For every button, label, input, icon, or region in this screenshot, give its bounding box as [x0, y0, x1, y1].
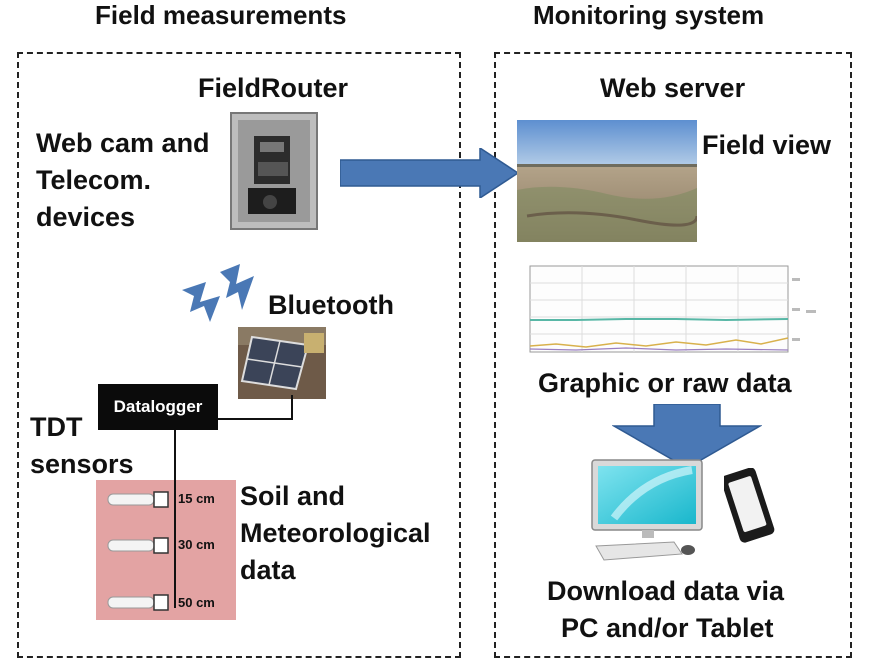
- power-cable: [218, 395, 293, 420]
- desktop-pc-icon: [584, 458, 714, 566]
- monitoring-system-panel: [494, 52, 852, 658]
- fieldrouter-label: FieldRouter: [198, 73, 349, 103]
- soil-sensor-icon: [96, 480, 236, 620]
- field-measurements-panel: [17, 52, 461, 658]
- datalogger-box: Datalogger: [98, 384, 218, 430]
- upload-arrow: [340, 148, 520, 198]
- bluetooth-label: Bluetooth: [268, 290, 394, 320]
- data-graph-icon: [516, 258, 820, 362]
- webserver-label: Web server: [600, 73, 746, 103]
- download-label-line2: PC and/or Tablet: [561, 613, 774, 643]
- soil-label-line1: Soil and: [240, 481, 346, 511]
- tdt-label-line1: TDT: [30, 412, 83, 442]
- soil-label-line2: Meteorological: [240, 518, 431, 548]
- depth-label-15: 15 cm: [178, 491, 215, 506]
- webcam-label-line2: Telecom.: [36, 165, 152, 195]
- right-column-header: Monitoring system: [533, 0, 765, 30]
- fieldrouter-device-icon: [230, 112, 318, 230]
- soil-label-line3: data: [240, 555, 296, 585]
- download-label-line1: Download data via: [547, 576, 785, 606]
- sensor-cable: [174, 430, 176, 608]
- left-column-header: Field measurements: [95, 0, 347, 30]
- fieldview-label: Field view: [702, 130, 832, 160]
- bluetooth-signal-icon: [180, 262, 260, 332]
- datalogger-label: Datalogger: [113, 397, 203, 416]
- download-arrow: [612, 404, 762, 469]
- webcam-label-line1: Web cam and: [36, 128, 210, 158]
- webcam-label-line3: devices: [36, 202, 136, 232]
- solar-panel-icon: [238, 327, 326, 399]
- graphic-data-label: Graphic or raw data: [538, 368, 792, 398]
- field-photo-icon: [517, 120, 699, 242]
- tdt-label-line2: sensors: [30, 449, 134, 479]
- tablet-icon: [721, 467, 776, 546]
- depth-label-30: 30 cm: [178, 537, 215, 552]
- depth-label-50: 50 cm: [178, 595, 215, 610]
